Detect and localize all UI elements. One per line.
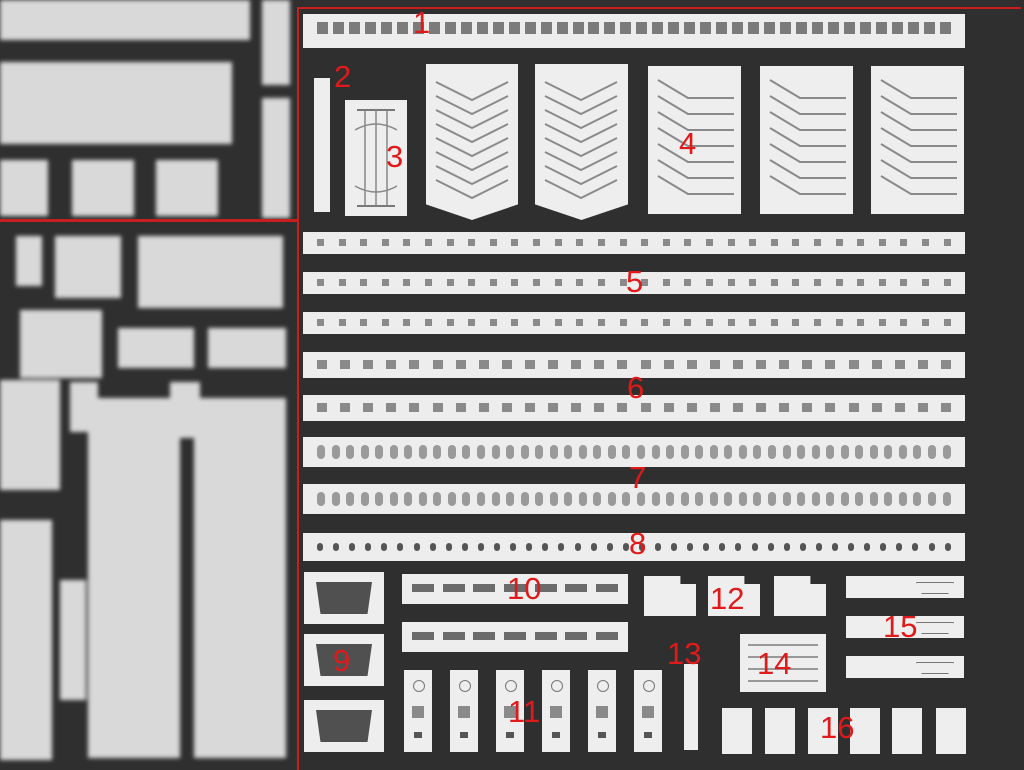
- part-label-2: 2: [334, 59, 352, 94]
- part-11-piece: [450, 670, 478, 752]
- part-label-15: 15: [883, 609, 918, 644]
- part-3-drawing: [354, 109, 398, 207]
- part-4-panel: [760, 66, 853, 214]
- part-label-3: 3: [386, 139, 404, 174]
- part-5-strip: [303, 272, 965, 294]
- part-8-strip: [303, 533, 965, 561]
- part-4-diagonals: [657, 79, 734, 195]
- red-divider-line: [0, 219, 298, 222]
- part-label-9: 9: [333, 643, 351, 678]
- part-16-piece: [892, 708, 922, 754]
- part-10-strip: [402, 574, 628, 604]
- part-label-5: 5: [626, 264, 644, 299]
- part-label-16: 16: [820, 710, 855, 745]
- part-16-piece: [722, 708, 752, 754]
- part-9-piece: [304, 572, 384, 624]
- part-5-strip: [303, 312, 965, 334]
- part-label-7: 7: [629, 460, 647, 495]
- part-label-6: 6: [627, 370, 645, 405]
- part-16-piece: [765, 708, 795, 754]
- part-7-strip: [303, 484, 965, 514]
- part-16-piece: [850, 708, 880, 754]
- part-label-4: 4: [679, 126, 697, 161]
- part-label-14: 14: [757, 646, 792, 681]
- part-label-11: 11: [508, 694, 541, 729]
- part-9-piece: [304, 634, 384, 686]
- part-15-strip: [846, 656, 964, 678]
- part-label-10: 10: [507, 571, 542, 606]
- part-16-piece: [936, 708, 966, 754]
- part-2-strip: [314, 78, 330, 212]
- part-4-chevrons: [435, 81, 509, 200]
- part-15-strip: [846, 616, 964, 638]
- part-11-piece: [634, 670, 662, 752]
- part-9-piece: [304, 700, 384, 752]
- part-label-13: 13: [667, 636, 702, 671]
- part-14-grille: [740, 634, 826, 692]
- red-frame-border: [297, 7, 1021, 770]
- part-1-strip: [303, 14, 965, 48]
- part-13-strip: [684, 664, 698, 750]
- part-11-piece: [496, 670, 524, 752]
- part-4-panel: [535, 64, 628, 220]
- part-4-diagonals: [880, 79, 957, 195]
- part-4-panel: [871, 66, 964, 214]
- part-label-1: 1: [413, 5, 431, 40]
- part-4-diagonals: [769, 79, 846, 195]
- part-3-ladder: [345, 100, 407, 216]
- part-11-piece: [588, 670, 616, 752]
- part-11-piece: [404, 670, 432, 752]
- part-4-panel: [648, 66, 741, 214]
- part-label-8: 8: [629, 526, 647, 561]
- part-11-piece: [542, 670, 570, 752]
- part-7-strip: [303, 437, 965, 467]
- part-6-strip: [303, 395, 965, 421]
- blurred-background-parts: [0, 0, 298, 770]
- part-15-strip: [846, 576, 964, 598]
- part-10-strip: [402, 622, 628, 652]
- part-4-panel: [426, 64, 518, 220]
- part-5-strip: [303, 232, 965, 254]
- part-6-strip: [303, 352, 965, 378]
- part-4-chevrons: [544, 81, 618, 200]
- part-16-piece: [808, 708, 838, 754]
- part-label-12: 12: [710, 581, 745, 616]
